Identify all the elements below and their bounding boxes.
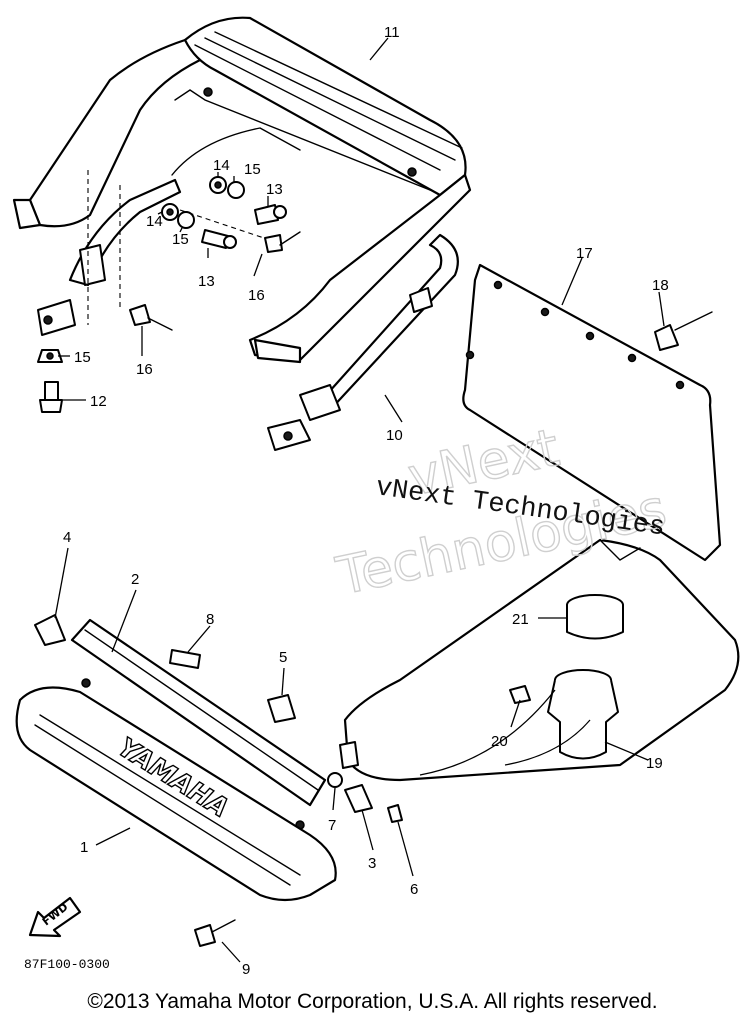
callout-15-upper: 15 — [244, 161, 261, 178]
callout-15-lower: 15 — [172, 231, 189, 248]
callout-19: 19 — [646, 755, 663, 772]
part-15-nut-lower — [177, 211, 195, 229]
callout-13-lower: 13 — [198, 273, 215, 290]
callout-15-side: 15 — [74, 349, 91, 366]
callout-16-upper: 16 — [248, 287, 265, 304]
part-19-fuel-cap — [547, 669, 619, 760]
callout-20: 20 — [491, 733, 508, 750]
callout-3: 3 — [368, 855, 376, 872]
callout-4: 4 — [63, 529, 71, 546]
part-13-bolt-lower — [201, 229, 237, 249]
callout-16-lower: 16 — [136, 361, 153, 378]
part-21-cap-collar — [566, 594, 624, 640]
part-13-bolt — [254, 204, 287, 225]
part-6-clip — [387, 804, 403, 823]
part-9-screw — [194, 919, 236, 947]
part-8-label — [169, 649, 201, 669]
part-18-pin — [654, 311, 713, 351]
callout-5: 5 — [279, 649, 287, 666]
callout-7: 7 — [328, 817, 336, 834]
part-5-fastener — [267, 694, 296, 723]
callout-9: 9 — [242, 961, 250, 978]
dashed-line — [179, 209, 271, 241]
part-16-rivet-lower — [129, 304, 173, 331]
copyright-notice: ©2013 Yamaha Motor Corporation, U.S.A. A… — [87, 990, 658, 1013]
part-15-nut — [227, 181, 245, 199]
part-fuel-tank — [339, 538, 740, 782]
part-12-bolt — [39, 381, 63, 413]
callout-2: 2 — [131, 571, 139, 588]
callout-18: 18 — [652, 277, 669, 294]
callout-14-upper: 14 — [213, 157, 230, 174]
part-10-support-stay — [267, 233, 459, 451]
callout-1: 1 — [80, 839, 88, 856]
callout-labels: 11 14 15 13 14 15 13 16 15 12 16 17 18 1… — [63, 24, 669, 978]
part-14-washer — [209, 176, 227, 194]
callout-12: 12 — [90, 393, 107, 410]
part-7-grommet — [327, 772, 343, 788]
part-4-clip — [34, 614, 66, 646]
callout-8: 8 — [206, 611, 214, 628]
part-11-bumper-frame — [12, 16, 472, 364]
part-15-flange-nut — [37, 349, 63, 363]
part-17-bumper-pad — [462, 263, 722, 562]
callout-14-lower: 14 — [146, 213, 163, 230]
part-16-rivet — [264, 231, 301, 253]
part-3-clamp — [344, 784, 373, 813]
callout-10: 10 — [386, 427, 403, 444]
callout-6: 6 — [410, 881, 418, 898]
callout-13-upper: 13 — [266, 181, 283, 198]
diagram-code: 87F100-0300 — [24, 957, 110, 972]
part-left-support — [37, 178, 182, 336]
callout-21: 21 — [512, 611, 529, 628]
leader-lines — [54, 37, 665, 963]
callout-17: 17 — [576, 245, 593, 262]
part-20-screw — [509, 685, 531, 704]
fwd-arrow: FWD — [28, 896, 82, 938]
callout-11: 11 — [384, 24, 400, 41]
part-14-washer-lower — [161, 203, 179, 221]
